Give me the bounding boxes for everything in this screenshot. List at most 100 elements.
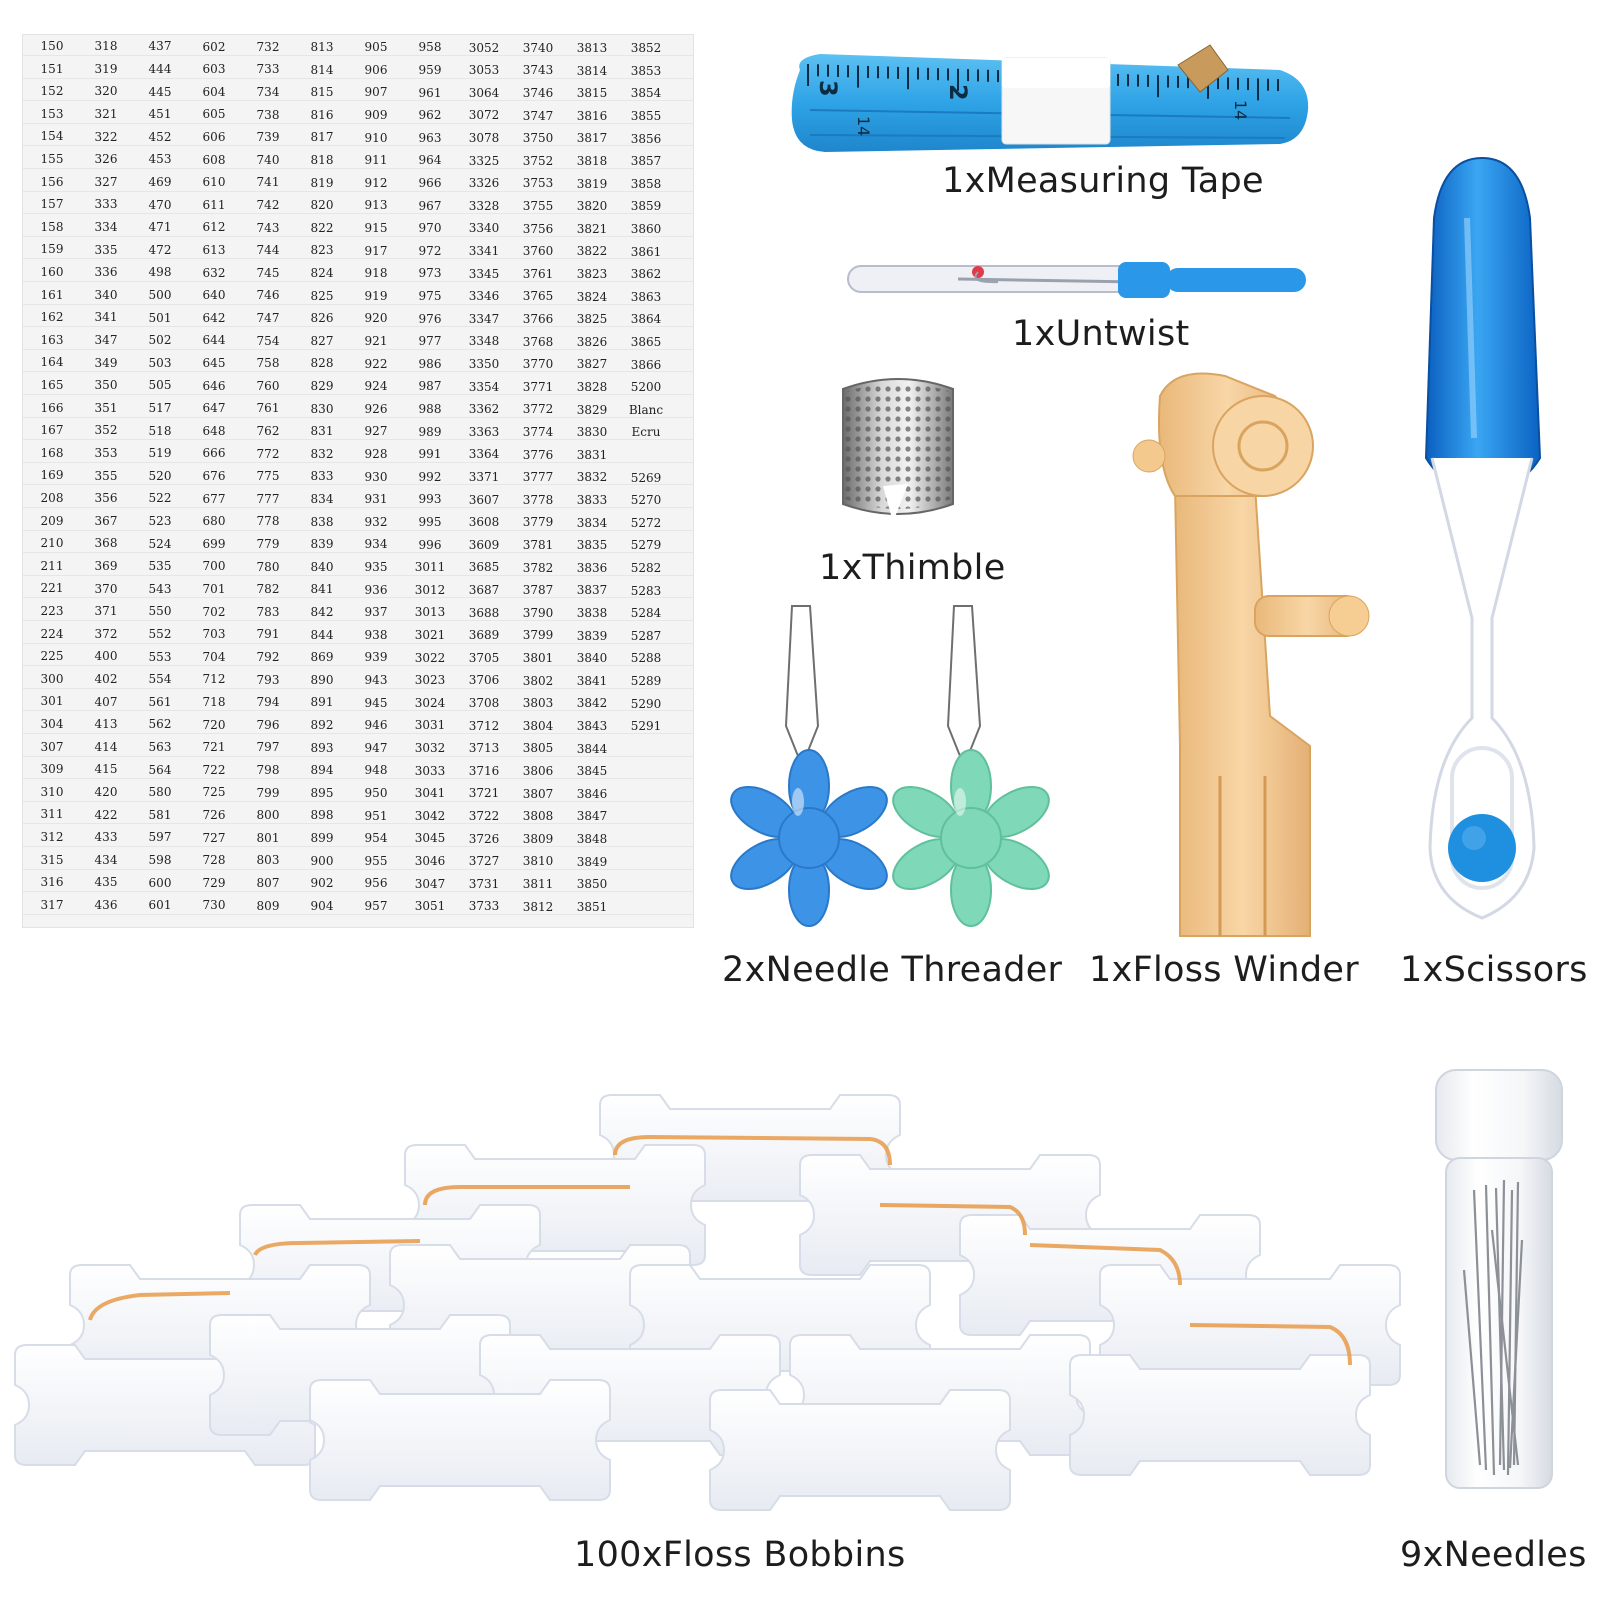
chip-code: 535 xyxy=(148,559,172,574)
chip-code: 943 xyxy=(364,673,388,687)
chip-code: 798 xyxy=(256,763,280,777)
chip-code: 327 xyxy=(94,174,118,189)
chip-code: 3864 xyxy=(630,312,662,327)
chip-code: 911 xyxy=(364,153,388,168)
chip-code: 3866 xyxy=(630,357,662,372)
chip-code: 703 xyxy=(202,627,226,642)
chip-code: 647 xyxy=(202,401,226,416)
chip-code: 3834 xyxy=(576,515,608,530)
chip-code: 3854 xyxy=(630,86,662,101)
chip-code: 611 xyxy=(202,197,226,212)
chip-code: 522 xyxy=(148,491,172,506)
chip-row-divider xyxy=(23,823,693,825)
chip-code: 500 xyxy=(148,288,172,302)
chip-code: Ecru xyxy=(631,425,661,440)
chip-code: 316 xyxy=(40,875,64,890)
chip-code: 976 xyxy=(418,311,442,326)
chip-code: 224 xyxy=(40,626,64,641)
chip-code: 3852 xyxy=(630,41,662,56)
chip-code: 700 xyxy=(202,559,226,574)
chip-code: 3712 xyxy=(468,718,500,733)
chip-code: 3033 xyxy=(414,763,446,778)
chip-row-divider xyxy=(23,868,693,870)
chip-code: 3708 xyxy=(468,696,500,710)
chip-code: 3609 xyxy=(468,537,500,552)
chip-code: 824 xyxy=(310,266,334,280)
chip-code: 3779 xyxy=(522,515,554,530)
chip-code: 3325 xyxy=(468,153,500,168)
chip-code: 304 xyxy=(40,717,64,731)
chip-code: 732 xyxy=(256,39,280,54)
chip-code: 5287 xyxy=(630,628,662,643)
chip-code: 518 xyxy=(148,423,172,438)
chip-code: 648 xyxy=(202,423,226,438)
chip-code: 956 xyxy=(364,876,388,891)
chip-code: 729 xyxy=(202,875,226,890)
chip-code: 3804 xyxy=(522,718,554,733)
chip-code: 3032 xyxy=(414,741,446,755)
chip-code: 777 xyxy=(256,491,280,506)
chip-code: 3726 xyxy=(468,831,500,846)
chip-code: 3857 xyxy=(630,154,662,169)
chip-code: 433 xyxy=(94,830,118,845)
chip-code: 797 xyxy=(256,740,280,755)
chip-code: 157 xyxy=(40,197,64,212)
chip-code: 938 xyxy=(364,627,388,642)
chip-code: 153 xyxy=(40,106,64,121)
chip-code: 3747 xyxy=(522,108,554,123)
chip-code: 977 xyxy=(418,334,442,349)
chip-code: 517 xyxy=(148,401,172,415)
chip-code: 469 xyxy=(148,175,172,189)
chip-code: 993 xyxy=(418,492,442,507)
chip-code: 165 xyxy=(40,378,64,392)
chip-code: 3846 xyxy=(576,786,608,801)
chip-code: 3752 xyxy=(522,153,554,168)
chip-code: 3787 xyxy=(522,583,554,598)
chip-code: 3814 xyxy=(576,63,608,78)
chip-code: 955 xyxy=(364,853,388,868)
chip-code: 3687 xyxy=(468,583,500,597)
chip-code: 350 xyxy=(94,378,118,393)
chip-code: 5200 xyxy=(630,380,662,395)
chip-code: 898 xyxy=(310,808,334,823)
chip-code: 927 xyxy=(364,424,388,439)
chip-code: 5283 xyxy=(630,583,662,598)
chip-code: 947 xyxy=(364,740,388,755)
chip-code: 964 xyxy=(418,153,442,168)
tape-mark-3: 14 xyxy=(854,116,873,136)
chip-code: 899 xyxy=(310,831,334,845)
chip-code: 834 xyxy=(310,492,334,506)
chip-code: 721 xyxy=(202,740,226,755)
chip-code: 739 xyxy=(256,130,280,145)
chip-code: 3841 xyxy=(576,673,608,688)
chip-code: 935 xyxy=(364,560,388,574)
chip-row-divider xyxy=(23,891,693,893)
chip-code: 356 xyxy=(94,491,118,506)
chip-code: 309 xyxy=(40,762,64,777)
chip-code: 3761 xyxy=(522,266,554,281)
chip-code: 3817 xyxy=(576,131,608,146)
chip-code: 334 xyxy=(94,220,118,234)
chip-code: 3842 xyxy=(576,696,608,711)
chip-code: 910 xyxy=(364,130,388,145)
chip-code: 677 xyxy=(202,491,226,506)
chip-code: 973 xyxy=(418,266,442,281)
chip-code: 606 xyxy=(202,130,226,144)
chip-code: 5272 xyxy=(630,515,662,530)
chip-code: 3815 xyxy=(576,86,608,101)
chip-code: 225 xyxy=(40,649,64,664)
chip-code: 444 xyxy=(148,62,172,76)
chip-code: 3837 xyxy=(576,583,608,598)
chip-code: 920 xyxy=(364,311,388,326)
tape-mark-2: 2 xyxy=(944,84,972,101)
chip-code: 816 xyxy=(310,107,334,122)
chip-code: 3813 xyxy=(576,41,608,55)
chip-code: 300 xyxy=(40,671,64,686)
chip-code: 3808 xyxy=(522,809,554,824)
chip-code: 839 xyxy=(310,537,334,552)
chip-code: Blanc xyxy=(628,402,664,417)
chip-code: 561 xyxy=(148,694,172,709)
chip-code: 909 xyxy=(364,108,388,122)
chip-code: 415 xyxy=(94,762,118,777)
